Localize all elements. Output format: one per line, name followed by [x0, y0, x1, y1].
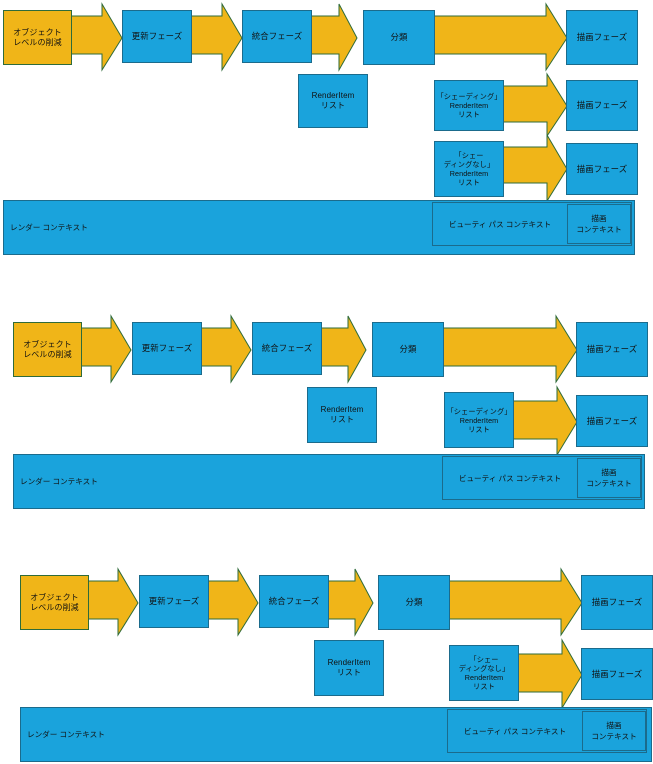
renderitem-list-box[interactable]: RenderItem リスト	[298, 74, 368, 128]
arrow-classification-to-draw-phase	[442, 314, 578, 384]
draw-context-bar[interactable]	[567, 204, 631, 244]
arrow-reduction-to-update	[69, 2, 123, 72]
arrow-shading-list-to-draw-phase	[512, 385, 578, 457]
diagram-1: オブジェクト レベルの削減 更新フェーズ 統合フェーズ 分類 描画フェーズ Re…	[0, 0, 653, 265]
object-level-reduction-box[interactable]: オブジェクト レベルの削減	[13, 322, 82, 377]
draw-phase-box-main[interactable]: 描画フェーズ	[581, 575, 653, 630]
arrow-classification-to-draw-phase	[432, 2, 568, 72]
diagram-2: オブジェクト レベルの削減 更新フェーズ 統合フェーズ 分類 描画フェーズ Re…	[0, 312, 653, 512]
arrow-reduction-to-update	[85, 567, 139, 637]
draw-phase-box-no-shading[interactable]: 描画フェーズ	[566, 143, 638, 195]
arrow-update-to-integration	[205, 567, 259, 637]
beauty-pass-context-label: ビューティ パス コンテキスト	[448, 219, 552, 229]
shading-renderitem-list-box[interactable]: 「シェーディング」 RenderItem リスト	[444, 392, 514, 448]
arrow-integration-to-classification	[326, 568, 374, 637]
integration-phase-box[interactable]: 統合フェーズ	[242, 10, 312, 63]
integration-phase-box[interactable]: 統合フェーズ	[252, 322, 322, 375]
object-level-reduction-box[interactable]: オブジェクト レベルの削減	[3, 10, 72, 65]
classification-box[interactable]: 分類	[363, 10, 435, 65]
arrow-no-shading-list-to-draw-phase	[517, 638, 583, 710]
draw-phase-box-shading[interactable]: 描画フェーズ	[576, 395, 648, 447]
arrow-integration-to-classification	[310, 3, 358, 72]
draw-phase-box-shading[interactable]: 描画フェーズ	[566, 80, 638, 131]
no-shading-renderitem-list-box[interactable]: 「シェー ディングなし」 RenderItem リスト	[449, 645, 519, 701]
draw-phase-box-main[interactable]: 描画フェーズ	[566, 10, 638, 65]
integration-phase-box[interactable]: 統合フェーズ	[259, 575, 329, 628]
arrow-classification-to-draw-phase	[447, 567, 583, 637]
beauty-pass-context-label: ビューティ パス コンテキスト	[458, 473, 562, 483]
classification-box[interactable]: 分類	[372, 322, 444, 377]
draw-context-label: 描画 コンテキスト	[591, 721, 637, 741]
arrow-integration-to-classification	[319, 315, 367, 384]
arrow-no-shading-list-to-draw-phase	[502, 133, 568, 203]
draw-context-label: 描画 コンテキスト	[576, 214, 622, 234]
arrow-update-to-integration	[189, 2, 243, 72]
update-phase-box[interactable]: 更新フェーズ	[122, 10, 192, 63]
draw-context-label: 描画 コンテキスト	[586, 468, 632, 488]
update-phase-box[interactable]: 更新フェーズ	[139, 575, 209, 628]
renderitem-list-box[interactable]: RenderItem リスト	[307, 387, 377, 443]
draw-context-bar[interactable]	[577, 458, 641, 498]
no-shading-renderitem-list-box[interactable]: 「シェー ディングなし」 RenderItem リスト	[434, 141, 504, 197]
draw-phase-box-main[interactable]: 描画フェーズ	[576, 322, 648, 377]
object-level-reduction-box[interactable]: オブジェクト レベルの削減	[20, 575, 89, 630]
arrow-shading-list-to-draw-phase	[502, 72, 568, 138]
arrow-update-to-integration	[198, 314, 252, 384]
diagram-3: オブジェクト レベルの削減 更新フェーズ 統合フェーズ 分類 描画フェーズ Re…	[0, 565, 653, 764]
draw-context-bar[interactable]	[582, 711, 646, 751]
draw-phase-box-no-shading[interactable]: 描画フェーズ	[581, 648, 653, 700]
renderitem-list-box[interactable]: RenderItem リスト	[314, 640, 384, 696]
render-context-label: レンダー コンテキスト	[27, 729, 105, 739]
beauty-pass-context-label: ビューティ パス コンテキスト	[463, 726, 567, 736]
shading-renderitem-list-box[interactable]: 「シェーディング」 RenderItem リスト	[434, 80, 504, 131]
classification-box[interactable]: 分類	[378, 575, 450, 630]
update-phase-box[interactable]: 更新フェーズ	[132, 322, 202, 375]
render-context-label: レンダー コンテキスト	[10, 222, 88, 232]
render-context-label: レンダー コンテキスト	[20, 476, 98, 486]
arrow-reduction-to-update	[78, 314, 132, 384]
